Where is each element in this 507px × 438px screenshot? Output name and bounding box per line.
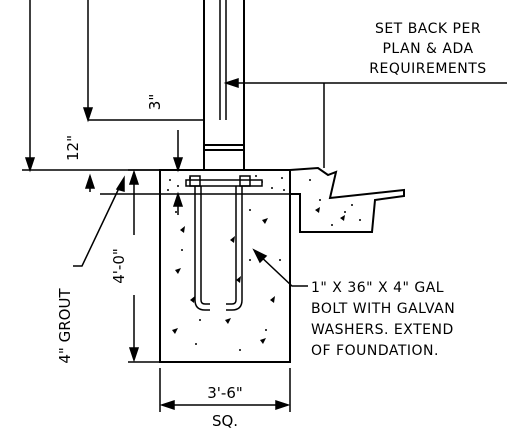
setback-line-3: REQUIREMENTS — [369, 61, 486, 77]
bolt-line-4: OF FOUNDATION. — [311, 343, 439, 359]
dim-pole-offset: 12" — [64, 135, 82, 161]
anchor-bolts — [185, 175, 263, 311]
pole — [203, 0, 245, 172]
dimension-lines — [22, 0, 291, 412]
dim-grout-thickness: 3" — [146, 94, 164, 110]
setback-note: SET BACK PER PLAN & ADA REQUIREMENTS — [369, 21, 486, 77]
bolt-line-1: 1" X 36" X 4" GAL — [311, 280, 444, 296]
dim-foundation-depth: 4'-0" — [110, 248, 128, 284]
bolt-note: 1" X 36" X 4" GAL BOLT WITH GALVAN WASHE… — [311, 280, 455, 359]
dim-sq: SQ. — [212, 412, 238, 430]
dim-foundation-width: 3'-6" — [207, 384, 243, 402]
grout-leader — [73, 175, 125, 267]
sidewalk-curb — [289, 166, 405, 233]
bolt-line-2: BOLT WITH GALVAN — [311, 301, 455, 317]
setback-leader — [223, 77, 507, 168]
setback-line-2: PLAN & ADA — [382, 41, 473, 57]
bolt-line-3: WASHERS. EXTEND — [311, 322, 454, 338]
concrete-foundation — [159, 169, 291, 363]
setback-line-1: SET BACK PER — [375, 21, 481, 37]
label-grout: 4" GROUT — [56, 288, 74, 364]
bolt-leader — [252, 248, 308, 287]
